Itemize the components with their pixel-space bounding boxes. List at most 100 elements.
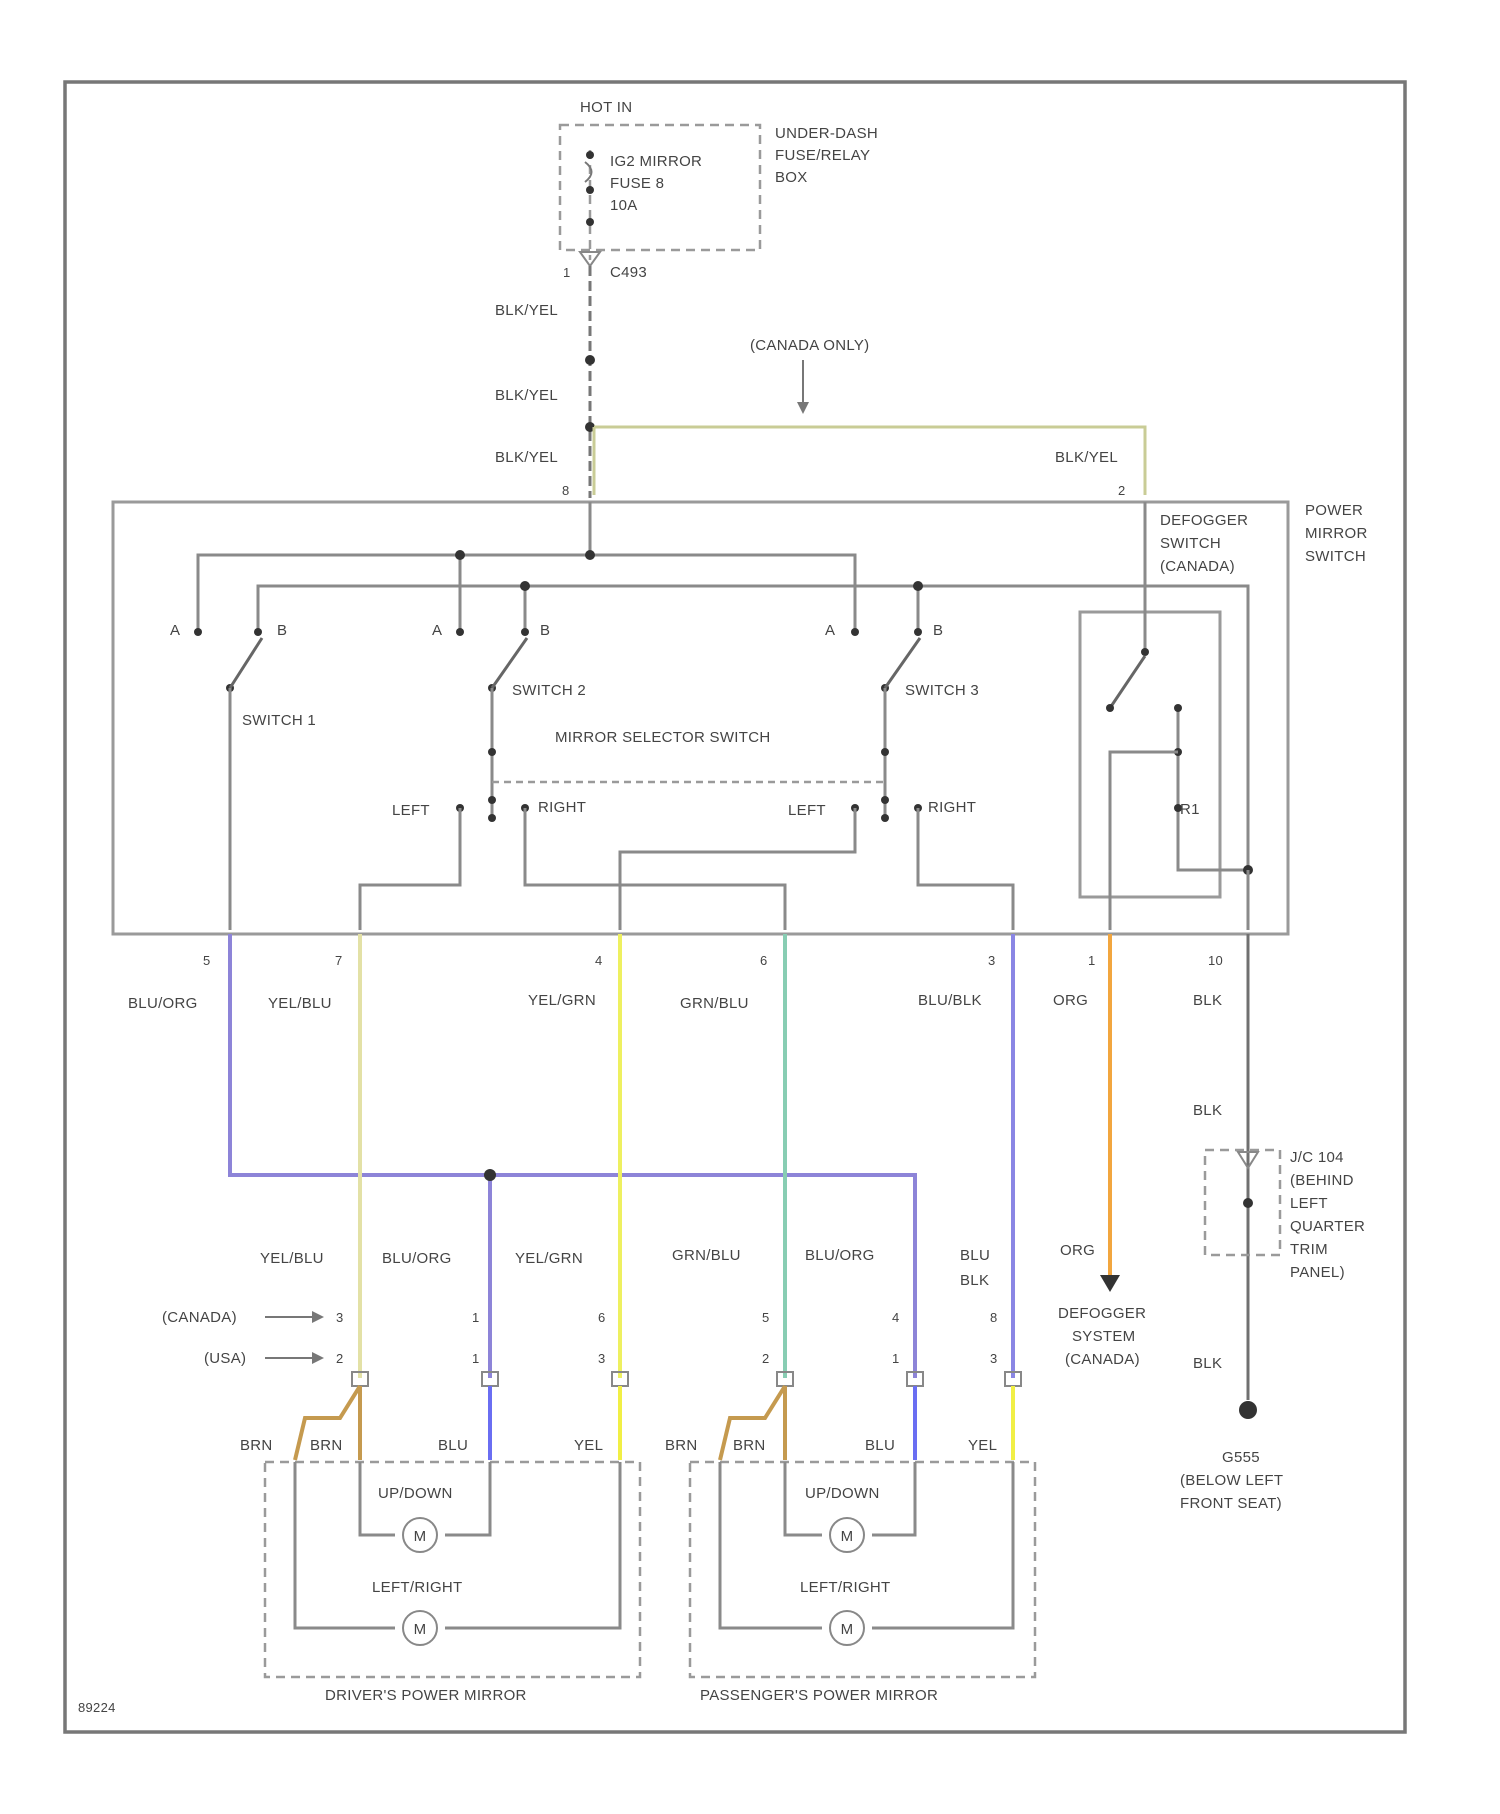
- wire-label-blu-org-2: BLU/ORG: [382, 1250, 452, 1267]
- internal-wire-pin4: [620, 808, 855, 930]
- fuse-label-1: IG2 MIRROR: [610, 153, 702, 170]
- switch-pin-4: 4: [595, 953, 603, 968]
- passenger-canada-pin-3: 8: [990, 1310, 998, 1325]
- internal-wire-pin3: [918, 808, 1013, 930]
- selector-node-6: [881, 814, 889, 822]
- usa-row-label: (USA): [204, 1350, 246, 1367]
- switch3-a-contact: [851, 628, 859, 636]
- defogger-switch-blade: [1110, 656, 1145, 708]
- wire-label-blk-yel-1: BLK/YEL: [495, 302, 558, 319]
- defogger-output-wire: [1178, 708, 1248, 870]
- wire-label-blk-yel-4: BLK/YEL: [1055, 449, 1118, 466]
- driver-usa-pin-1: 2: [336, 1351, 344, 1366]
- power-mirror-switch-label-2: MIRROR: [1305, 525, 1368, 542]
- wire-label-blu-org-3: BLU/ORG: [805, 1247, 875, 1264]
- wire-label-org-2: ORG: [1060, 1242, 1095, 1259]
- figure-id: 89224: [78, 1700, 116, 1715]
- canada-row-arrowhead: [312, 1311, 324, 1323]
- b-bus-node-2: [913, 581, 923, 591]
- passenger-updown-label: UP/DOWN: [805, 1485, 880, 1502]
- selector-node-5: [881, 796, 889, 804]
- switch2-b-contact: [521, 628, 529, 636]
- switch-pin-1: 1: [1088, 953, 1096, 968]
- ground-label-2: (BELOW LEFT: [1180, 1472, 1283, 1489]
- wire-label-blu-blk-1: BLU/BLK: [918, 992, 982, 1009]
- defogger-pivot: [1106, 704, 1114, 712]
- switch1-b-label: B: [277, 622, 287, 639]
- switch2-a-contact: [456, 628, 464, 636]
- switch3-b-contact: [914, 628, 922, 636]
- driver-canada-pin-1: 3: [336, 1310, 344, 1325]
- switch2-label: SWITCH 2: [512, 682, 586, 699]
- switch1-a-contact: [194, 628, 202, 636]
- internal-wire-pin7: [360, 808, 460, 930]
- defogger-switch-label-1: DEFOGGER: [1160, 512, 1248, 529]
- canada-row-label: (CANADA): [162, 1309, 237, 1326]
- driver-canada-pin-3: 6: [598, 1310, 606, 1325]
- junction-label-6: PANEL): [1290, 1264, 1345, 1281]
- ground-symbol: [1239, 1401, 1257, 1419]
- blu-org-splice: [484, 1169, 496, 1181]
- defogger-input-contact: [1141, 648, 1149, 656]
- switch3-blade: [885, 638, 920, 688]
- wire-label-yel-blu-2: YEL/BLU: [260, 1250, 324, 1267]
- top-connector-label: C493: [610, 264, 647, 281]
- driver-leftright-circuit: [295, 1462, 620, 1628]
- junction-label-5: TRIM: [1290, 1241, 1328, 1258]
- switch2-b-label: B: [540, 622, 550, 639]
- b-bus-node-1: [520, 581, 530, 591]
- switch-pin-7: 7: [335, 953, 343, 968]
- selector-node-4: [488, 814, 496, 822]
- blk-yel-node-1: [585, 355, 595, 365]
- usa-row-arrowhead: [312, 1352, 324, 1364]
- driver-updown-motor-label: M: [414, 1528, 427, 1545]
- defogger-arrowhead: [1100, 1275, 1120, 1292]
- canada-only-arrowhead: [797, 402, 809, 414]
- switch3-label: SWITCH 3: [905, 682, 979, 699]
- driver-mirror-label: DRIVER'S POWER MIRROR: [325, 1687, 527, 1704]
- wire-label-blk-1: BLK: [1193, 992, 1222, 1009]
- junction-connector-box: [1205, 1150, 1280, 1255]
- passenger-usa-pin-1: 2: [762, 1351, 770, 1366]
- switch2-a-label: A: [432, 622, 442, 639]
- resistor-label: R1: [1180, 801, 1200, 818]
- driver-leftright-label: LEFT/RIGHT: [372, 1579, 463, 1596]
- switch1-label: SWITCH 1: [242, 712, 316, 729]
- wire-label-blk-3: BLK: [1193, 1355, 1222, 1372]
- selector-left-label-2: LEFT: [788, 802, 826, 819]
- switch3-b-label: B: [933, 622, 943, 639]
- top-pin-label: 1: [563, 265, 571, 280]
- power-mirror-switch-label-3: SWITCH: [1305, 548, 1366, 565]
- selector-node-3: [488, 796, 496, 804]
- wire-label-blu-org-1: BLU/ORG: [128, 995, 198, 1012]
- switch2-blade: [492, 638, 527, 688]
- hot-in-label: HOT IN: [580, 99, 632, 116]
- a-bus-node-2: [455, 550, 465, 560]
- driver-blu-label: BLU: [438, 1437, 468, 1454]
- defogger-system-label-3: (CANADA): [1065, 1351, 1140, 1368]
- junction-label-1: J/C 104: [1290, 1149, 1344, 1166]
- b-bus-wire: [258, 586, 1248, 870]
- canada-only-label: (CANADA ONLY): [750, 337, 869, 354]
- defogger-org-internal-wire: [1110, 752, 1178, 930]
- driver-canada-pin-2: 1: [472, 1310, 480, 1325]
- defogger-system-label-2: SYSTEM: [1072, 1328, 1135, 1345]
- relay-box-label-3: BOX: [775, 169, 808, 186]
- passenger-blu-label: BLU: [865, 1437, 895, 1454]
- driver-brn-label-1: BRN: [240, 1437, 273, 1454]
- driver-usa-pin-3: 3: [598, 1351, 606, 1366]
- driver-usa-pin-2: 1: [472, 1351, 480, 1366]
- switch1-a-label: A: [170, 622, 180, 639]
- ground-label-3: FRONT SEAT): [1180, 1495, 1282, 1512]
- wire-label-grn-blu-1: GRN/BLU: [680, 995, 749, 1012]
- driver-yel-label: YEL: [574, 1437, 603, 1454]
- switch1-blade: [230, 638, 262, 688]
- wire-label-blk-yel-2: BLK/YEL: [495, 387, 558, 404]
- wire-label-blu-lower: BLU: [960, 1247, 990, 1264]
- wire-label-blk-2: BLK: [1193, 1102, 1222, 1119]
- switch-pin-8: 8: [562, 483, 570, 498]
- wire-label-yel-blu-1: YEL/BLU: [268, 995, 332, 1012]
- wire-label-org-1: ORG: [1053, 992, 1088, 1009]
- switch-pin-10: 10: [1208, 953, 1223, 968]
